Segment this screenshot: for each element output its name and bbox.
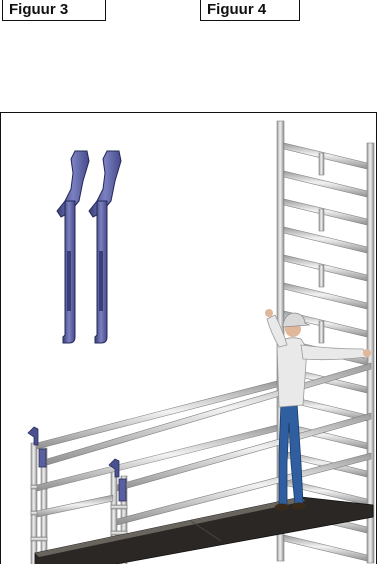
- worker-figure: [265, 309, 371, 511]
- figure-4-label: Figuur 4: [200, 0, 300, 21]
- figure-3-label: Figuur 3: [2, 0, 106, 21]
- scaffold-illustration: [1, 113, 375, 564]
- frame-clip-icon: [57, 151, 121, 343]
- figure-frame: [0, 112, 377, 564]
